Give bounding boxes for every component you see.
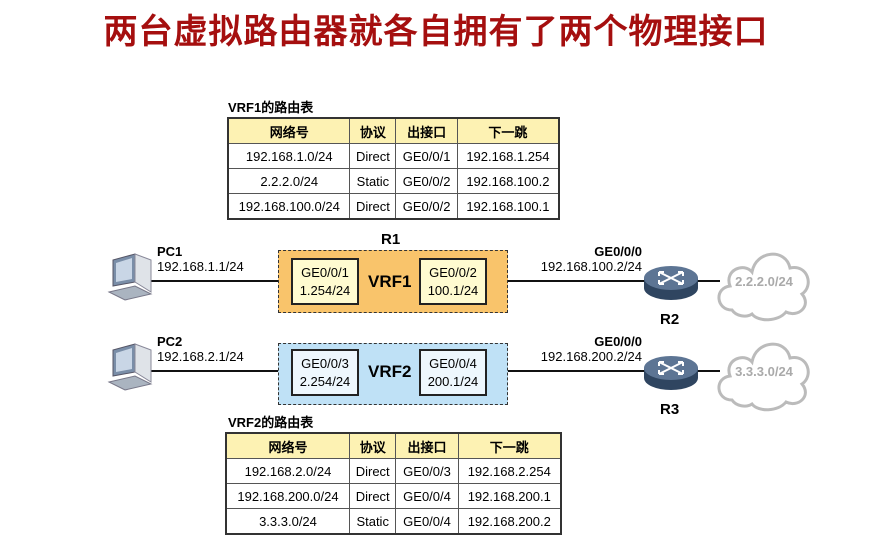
table-cell: 192.168.200.1 xyxy=(457,483,562,509)
table-header-row: 网络号协议出接口下一跳 xyxy=(227,117,560,144)
table-cell: GE0/0/4 xyxy=(395,483,459,509)
vrf2-interface-left: GE0/0/3 2.254/24 xyxy=(291,349,359,396)
column-header: 网络号 xyxy=(225,432,350,459)
table-cell: 192.168.200.2 xyxy=(457,508,562,535)
interface-ip: 1.254/24 xyxy=(299,283,351,298)
table-cell: 192.168.1.0/24 xyxy=(227,143,351,169)
table-cell: Direct xyxy=(348,483,397,509)
pc2-name: PC2 xyxy=(157,334,183,349)
interface-ip: 200.1/24 xyxy=(427,374,479,389)
table-cell: 192.168.100.2 xyxy=(456,168,560,194)
r1-label: R1 xyxy=(381,231,401,248)
pc1-computer-icon xyxy=(107,253,153,301)
link-pc2-r1 xyxy=(150,370,292,372)
column-header: 协议 xyxy=(348,432,397,459)
r3-cloud-network: 3.3.3.0/24 xyxy=(735,364,793,379)
vrf1-label: VRF1 xyxy=(368,272,412,291)
r3-interface-name: GE0/0/0 xyxy=(594,334,642,349)
table-cell: 192.168.200.0/24 xyxy=(225,483,350,509)
table-cell: 2.2.2.0/24 xyxy=(227,168,351,194)
column-header: 协议 xyxy=(349,117,397,144)
table-cell: Direct xyxy=(349,143,397,169)
table-header-row: 网络号协议出接口下一跳 xyxy=(225,432,562,459)
vrf1-interface-right: GE0/0/2 100.1/24 xyxy=(419,258,487,305)
table-cell: Direct xyxy=(349,193,397,220)
r2-interface-label: GE0/0/0 192.168.100.2/24 xyxy=(520,244,642,274)
network-cloud-icon xyxy=(717,252,810,322)
table-cell: Static xyxy=(349,168,397,194)
table-cell: 192.168.2.0/24 xyxy=(225,458,350,484)
table-cell: 192.168.100.0/24 xyxy=(227,193,351,220)
interface-ip: 2.254/24 xyxy=(299,374,351,389)
link-r2-cloud xyxy=(695,280,720,282)
table-cell: 3.3.3.0/24 xyxy=(225,508,350,535)
vrf2-label: VRF2 xyxy=(368,362,412,381)
pc2-ip: 192.168.2.1/24 xyxy=(157,349,244,364)
interface-ip: 100.1/24 xyxy=(427,283,479,298)
column-header: 出接口 xyxy=(395,117,458,144)
table-cell: GE0/0/1 xyxy=(395,143,458,169)
column-header: 出接口 xyxy=(395,432,459,459)
r3-label: R3 xyxy=(660,401,680,418)
pc2-computer-icon xyxy=(107,343,153,391)
table-cell: 192.168.100.1 xyxy=(456,193,560,220)
vrf1-table-caption: VRF1的路由表 xyxy=(228,100,314,115)
link-r1-r2 xyxy=(486,280,651,282)
network-cloud-icon xyxy=(717,342,810,412)
r3-interface-ip: 192.168.200.2/24 xyxy=(540,349,642,364)
table-cell: Static xyxy=(348,508,397,535)
table-cell: GE0/0/2 xyxy=(395,193,458,220)
vrf2-table-caption: VRF2的路由表 xyxy=(228,415,314,430)
pc2-label: PC2 192.168.2.1/24 xyxy=(157,334,244,364)
table-cell: 192.168.2.254 xyxy=(457,458,562,484)
link-r1-r3 xyxy=(486,370,651,372)
table-cell: 192.168.1.254 xyxy=(456,143,560,169)
interface-name: GE0/0/2 xyxy=(429,265,477,280)
r3-interface-label: GE0/0/0 192.168.200.2/24 xyxy=(520,334,642,364)
interface-name: GE0/0/1 xyxy=(301,265,349,280)
r2-cloud-network: 2.2.2.0/24 xyxy=(735,274,793,289)
r3-router-icon xyxy=(644,356,698,390)
column-header: 下一跳 xyxy=(457,432,562,459)
r2-router-icon xyxy=(644,266,698,300)
column-header: 网络号 xyxy=(227,117,351,144)
r2-interface-name: GE0/0/0 xyxy=(594,244,642,259)
interface-name: GE0/0/3 xyxy=(301,356,349,371)
table-cell: Direct xyxy=(348,458,397,484)
column-header: 下一跳 xyxy=(456,117,560,144)
table-cell: GE0/0/3 xyxy=(395,458,459,484)
pc1-label: PC1 192.168.1.1/24 xyxy=(157,244,244,274)
slide-title: 两台虚拟路由器就各自拥有了两个物理接口 xyxy=(103,12,769,52)
pc1-ip: 192.168.1.1/24 xyxy=(157,259,244,274)
r2-label: R2 xyxy=(660,311,680,328)
vrf1-interface-left: GE0/0/1 1.254/24 xyxy=(291,258,359,305)
table-cell: GE0/0/2 xyxy=(395,168,458,194)
r2-interface-ip: 192.168.100.2/24 xyxy=(540,259,642,274)
table-cell: GE0/0/4 xyxy=(395,508,459,535)
interface-name: GE0/0/4 xyxy=(429,356,477,371)
link-r3-cloud xyxy=(695,370,720,372)
pc1-name: PC1 xyxy=(157,244,183,259)
vrf2-interface-right: GE0/0/4 200.1/24 xyxy=(419,349,487,396)
link-pc1-r1 xyxy=(150,280,292,282)
